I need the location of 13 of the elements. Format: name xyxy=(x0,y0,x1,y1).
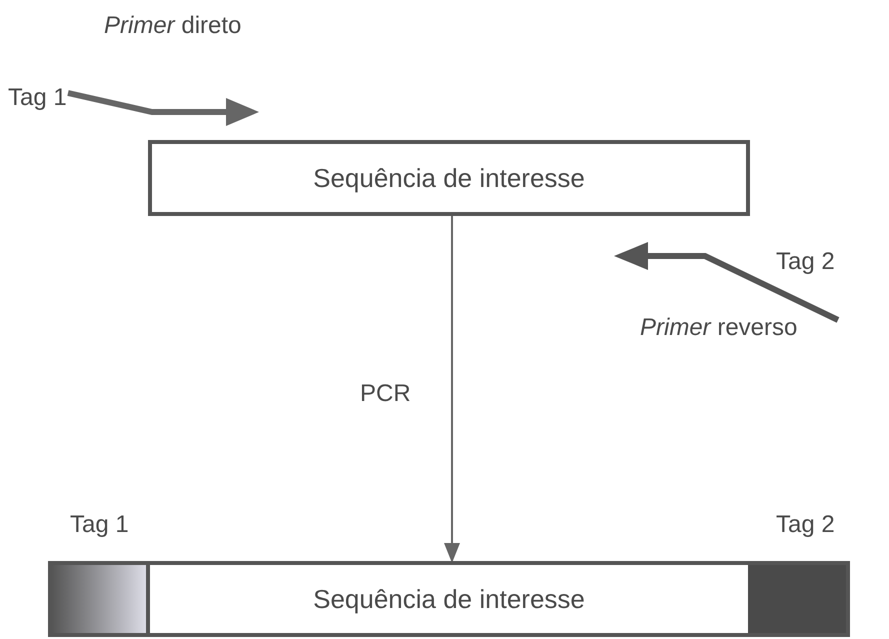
text-label: Tag 2 xyxy=(776,247,835,277)
arrow xyxy=(444,216,460,563)
text-label: Tag 1 xyxy=(8,83,67,113)
tag-segment xyxy=(748,565,846,633)
text-label: Primer reverso xyxy=(640,313,798,343)
tag-segment xyxy=(52,565,150,633)
box-label: Sequência de interesse xyxy=(313,162,585,194)
tagged-sequence-bar xyxy=(48,561,850,637)
text-label: Tag 1 xyxy=(70,510,129,540)
sequence-box xyxy=(148,140,750,216)
bar-label: Sequência de interesse xyxy=(313,582,585,616)
text-label: Primer direto xyxy=(104,11,242,41)
text-label: Tag 2 xyxy=(776,510,835,540)
